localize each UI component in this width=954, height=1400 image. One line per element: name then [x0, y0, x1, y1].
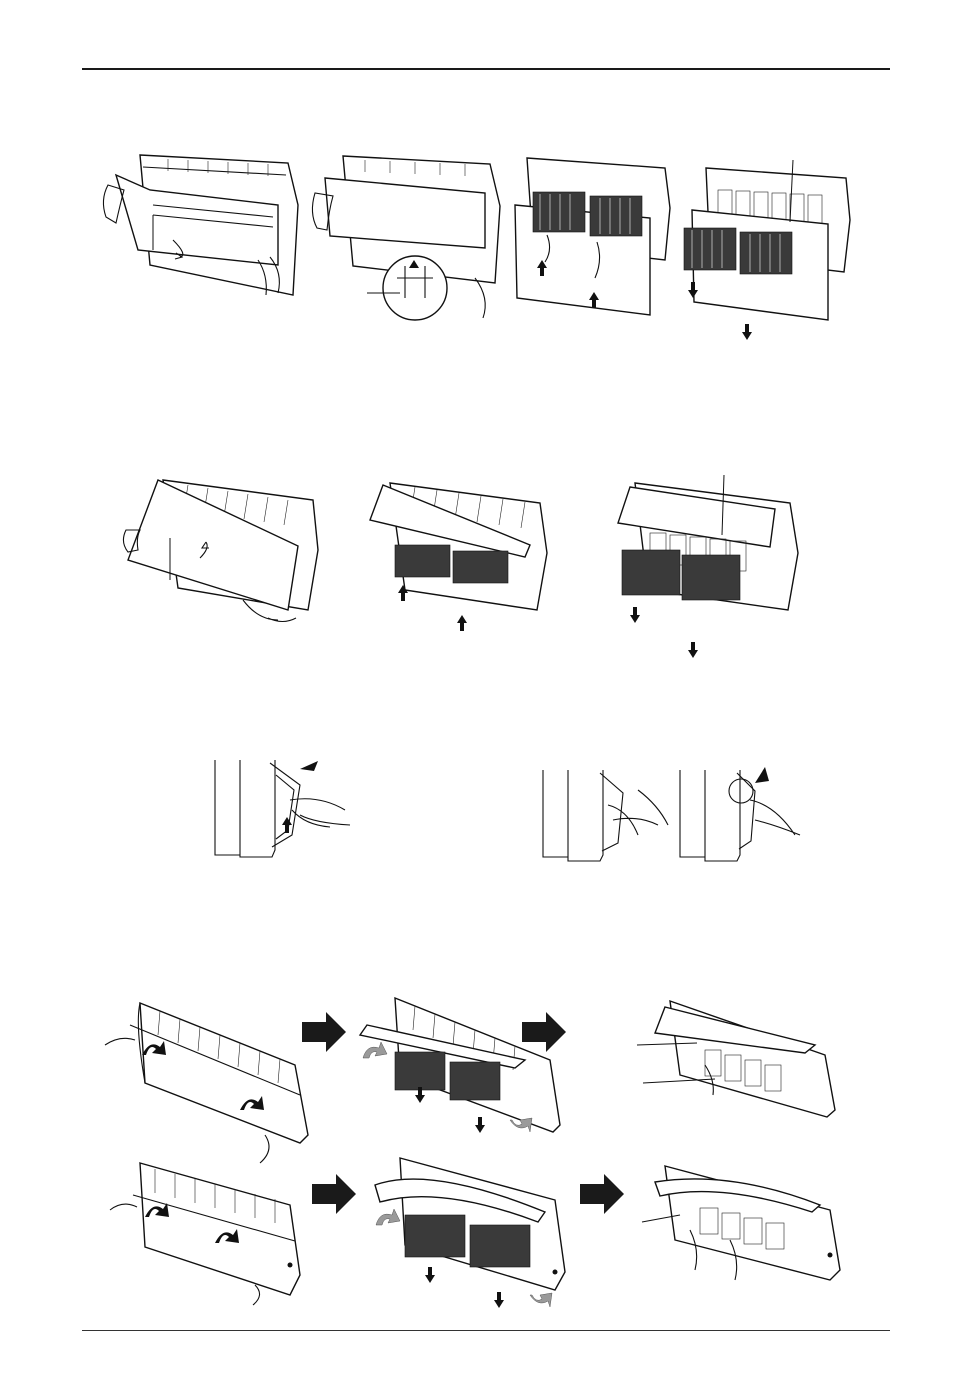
illustration-open-front-panel	[98, 145, 303, 305]
illustration-push-up-filters-2	[365, 475, 555, 640]
illustration-pull-down-filters	[678, 160, 858, 340]
illustration-pull-filter-out-b	[675, 765, 815, 865]
illustration-pull-filter-out-a	[538, 765, 678, 865]
illustration-open-panel-a	[100, 995, 315, 1165]
footer-rule	[82, 1330, 890, 1331]
illustration-open-panel-b	[105, 1155, 305, 1305]
illustration-push-up-filters	[505, 150, 675, 320]
header-rule	[82, 68, 890, 70]
arrow-step-c	[310, 1172, 358, 1216]
illustration-remove-inner-filters-a	[635, 995, 840, 1125]
arrow-step-d	[578, 1172, 626, 1216]
illustration-lift-front-panel	[118, 470, 328, 635]
arrow-step-a	[300, 1010, 348, 1054]
illustration-pull-down-filters-2	[610, 475, 810, 660]
illustration-remove-filters-b	[370, 1150, 570, 1315]
illustration-lift-panel-hook-detail	[305, 148, 505, 323]
arrow-step-b	[520, 1010, 568, 1054]
illustration-remove-inner-filters-b	[640, 1160, 845, 1285]
illustration-press-filter-tab	[210, 755, 360, 865]
